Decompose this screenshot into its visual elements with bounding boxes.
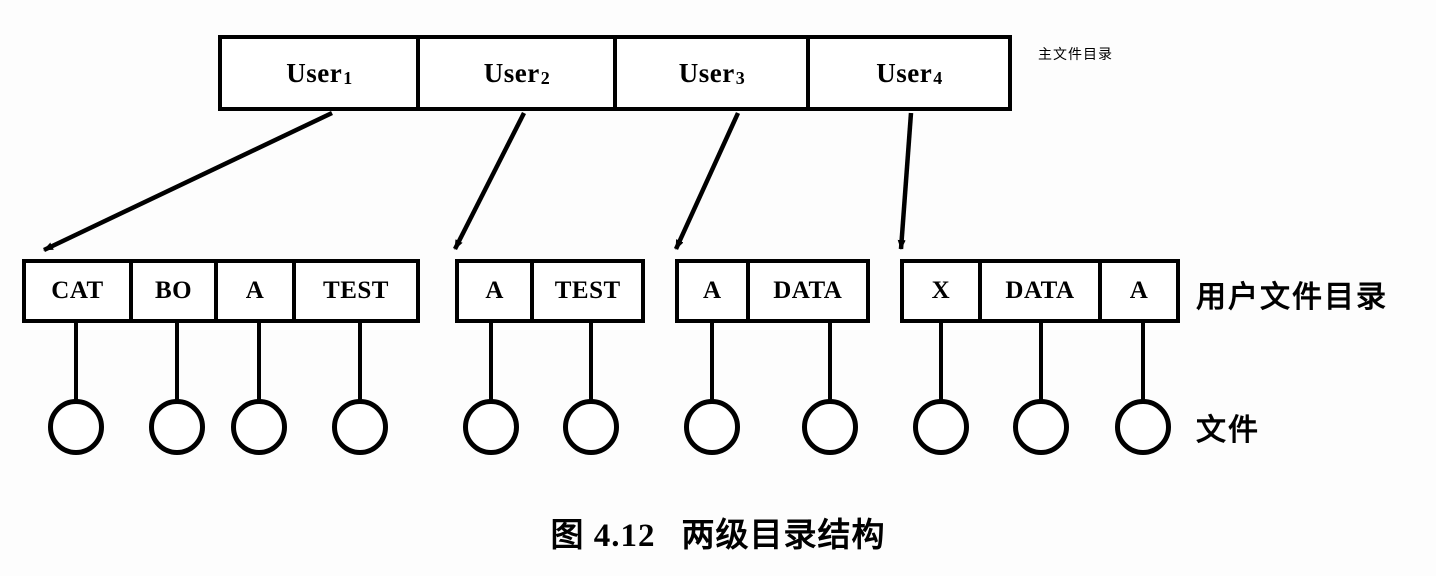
user-directory-entry[interactable]: A bbox=[679, 263, 750, 319]
arrow-user2-to-directory bbox=[452, 111, 527, 251]
file-stem bbox=[358, 321, 362, 401]
user-directory-entry[interactable]: BO bbox=[133, 263, 218, 319]
file-stem bbox=[710, 321, 714, 401]
file-stem bbox=[489, 321, 493, 401]
entry-label: BO bbox=[154, 277, 193, 304]
file-node[interactable] bbox=[1115, 399, 1171, 455]
file-node[interactable] bbox=[149, 399, 205, 455]
file-stem bbox=[1141, 321, 1145, 401]
master-entry-label: User bbox=[483, 57, 540, 88]
files-annotation: 文件 bbox=[1196, 414, 1260, 447]
entry-label: TEST bbox=[323, 277, 389, 304]
master-directory-annotation: 主文件目录 bbox=[1038, 47, 1113, 63]
user-directory-annotation: 用户文件目录 bbox=[1196, 281, 1388, 314]
user-directory-entry[interactable]: A bbox=[1102, 263, 1176, 319]
arrow-user3-to-directory bbox=[673, 112, 741, 250]
arrow-user4-to-directory bbox=[897, 112, 914, 250]
file-stem bbox=[939, 321, 943, 401]
user-directory-entry[interactable]: DATA bbox=[749, 263, 866, 319]
file-node[interactable] bbox=[684, 399, 740, 455]
user-directory-entry[interactable]: DATA bbox=[981, 263, 1103, 319]
entry-label: A bbox=[485, 277, 504, 304]
user-file-directory-group-user4: X DATA A bbox=[900, 259, 1180, 323]
master-entry-label: User bbox=[678, 57, 735, 88]
entry-label: TEST bbox=[554, 277, 621, 304]
user-directory-entry[interactable]: TEST bbox=[534, 263, 641, 319]
entry-label: DATA bbox=[773, 277, 843, 304]
file-node[interactable] bbox=[563, 399, 619, 455]
figure-title: 两级目录结构 bbox=[681, 518, 886, 554]
file-node[interactable] bbox=[231, 399, 287, 455]
file-stem bbox=[828, 321, 832, 401]
file-stem bbox=[175, 321, 179, 401]
entry-label: A bbox=[702, 277, 722, 304]
entry-label: CAT bbox=[51, 277, 104, 304]
user-file-directory-group-user3: A DATA bbox=[675, 259, 870, 323]
arrow-user1-to-directory bbox=[43, 110, 333, 253]
master-entry-label: User bbox=[286, 57, 343, 88]
user-directory-entry[interactable]: TEST bbox=[296, 263, 416, 319]
entry-label: A bbox=[245, 277, 265, 304]
entry-label: X bbox=[931, 277, 951, 304]
master-entry-subscript: 4 bbox=[933, 67, 943, 88]
file-node[interactable] bbox=[463, 399, 519, 455]
file-node[interactable] bbox=[332, 399, 388, 455]
file-stem bbox=[257, 321, 261, 401]
file-node[interactable] bbox=[802, 399, 858, 455]
master-entry-subscript: 2 bbox=[540, 67, 551, 88]
master-entry-label: User bbox=[876, 57, 933, 88]
user-file-directory-group-user1: CAT BO A TEST bbox=[22, 259, 420, 323]
file-node[interactable] bbox=[913, 399, 969, 455]
user-directory-entry[interactable]: A bbox=[218, 263, 296, 319]
file-node[interactable] bbox=[1013, 399, 1069, 455]
figure-number: 图 4.12 bbox=[550, 518, 656, 554]
user-directory-entry[interactable]: X bbox=[904, 263, 982, 319]
user-directory-entry[interactable]: CAT bbox=[26, 263, 133, 319]
user-file-directory-group-user2: A TEST bbox=[455, 259, 645, 323]
file-node[interactable] bbox=[48, 399, 104, 455]
master-entry-subscript: 1 bbox=[343, 67, 353, 88]
file-stem bbox=[74, 321, 78, 401]
figure-caption: 图 4.12 两级目录结构 bbox=[0, 508, 1436, 556]
entry-label: A bbox=[1129, 277, 1149, 304]
master-entry-subscript: 3 bbox=[735, 67, 746, 88]
user-directory-entry[interactable]: A bbox=[459, 263, 535, 319]
file-stem bbox=[589, 321, 593, 401]
file-stem bbox=[1039, 321, 1043, 401]
entry-label: DATA bbox=[1005, 277, 1075, 304]
